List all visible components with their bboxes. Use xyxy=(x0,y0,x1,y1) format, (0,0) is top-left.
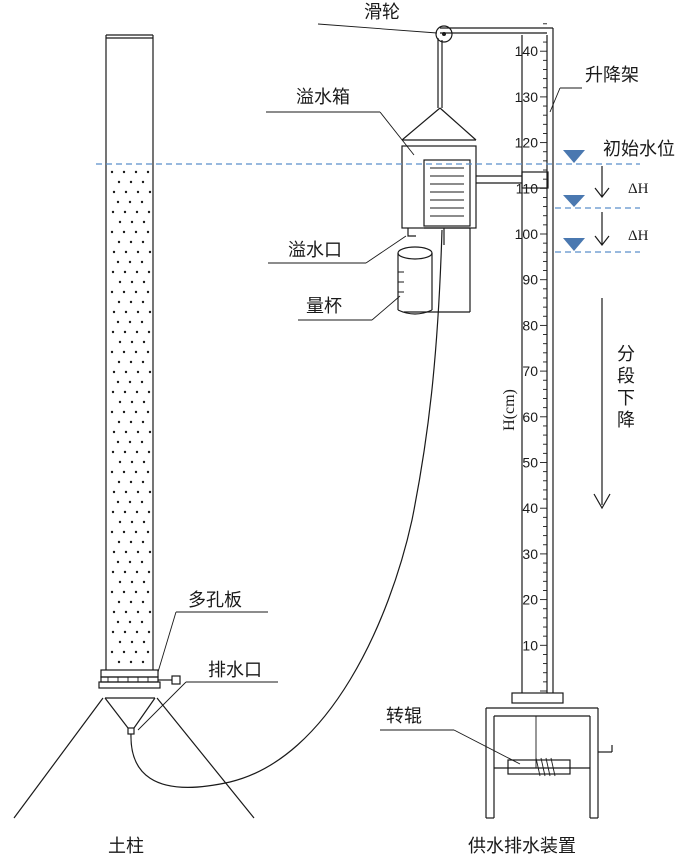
scale-tick-label: 50 xyxy=(522,455,538,471)
scale-tick-label: 100 xyxy=(515,226,539,242)
roller xyxy=(507,757,571,777)
soil-particles xyxy=(110,170,152,664)
leader-lines xyxy=(137,23,582,765)
scale-tick-label: 20 xyxy=(522,592,538,608)
scale-tick-label: 140 xyxy=(515,43,539,59)
delta-h-label-2: ΔH xyxy=(628,228,649,244)
delta-h-label-1: ΔH xyxy=(628,181,649,197)
measuring-cup xyxy=(397,246,433,315)
lift-frame xyxy=(440,27,554,693)
level-marker-2 xyxy=(563,195,585,207)
label-supply-drain-device: 供水排水装置 xyxy=(468,836,576,857)
scale-tick-label: 80 xyxy=(522,317,538,333)
label-soil-column: 土柱 xyxy=(108,836,144,857)
label-measuring-cup: 量杯 xyxy=(306,296,342,317)
tripod-legs xyxy=(13,697,255,819)
label-drain-outlet: 排水口 xyxy=(208,660,262,681)
column-funnel xyxy=(104,697,156,735)
label-stage-descent-text: 分段下降 xyxy=(617,344,635,431)
perforated-plate xyxy=(98,669,161,689)
label-overflow-box: 溢水箱 xyxy=(296,87,350,108)
scale-tick-label: 40 xyxy=(522,500,538,516)
level-marker-3 xyxy=(563,238,585,251)
scale-tick-label: 60 xyxy=(522,409,538,425)
label-roller: 转辊 xyxy=(386,706,422,727)
label-perforated-plate: 多孔板 xyxy=(188,590,242,611)
label-initial-level: 初始水位 xyxy=(603,139,675,160)
label-pulley: 滑轮 xyxy=(364,2,400,23)
plate-valve xyxy=(158,675,181,685)
soil-column xyxy=(105,34,154,670)
water-level-markers xyxy=(563,150,585,251)
scale-tick-label: 10 xyxy=(522,637,538,653)
delta-arrows xyxy=(594,166,610,246)
label-stage-descent: 分段下降 xyxy=(617,344,635,431)
pulley xyxy=(435,25,453,108)
frame-stand xyxy=(485,692,613,819)
scale-axis-label: H(cm) xyxy=(501,389,518,431)
label-lift-frame: 升降架 xyxy=(585,65,639,86)
scale-tick-label: 90 xyxy=(522,272,538,288)
scale-tick-label: 30 xyxy=(522,546,538,562)
scale-tick-label: 130 xyxy=(515,89,539,105)
overflow-box xyxy=(401,107,549,313)
initial-level-marker xyxy=(563,150,585,163)
drain-hose xyxy=(130,229,443,788)
scale-tick-label: 120 xyxy=(515,135,539,151)
scale-tick-label: 70 xyxy=(522,363,538,379)
label-overflow-outlet: 溢水口 xyxy=(288,240,342,261)
water-level-lines xyxy=(96,163,640,253)
descent-arrow xyxy=(593,298,611,510)
